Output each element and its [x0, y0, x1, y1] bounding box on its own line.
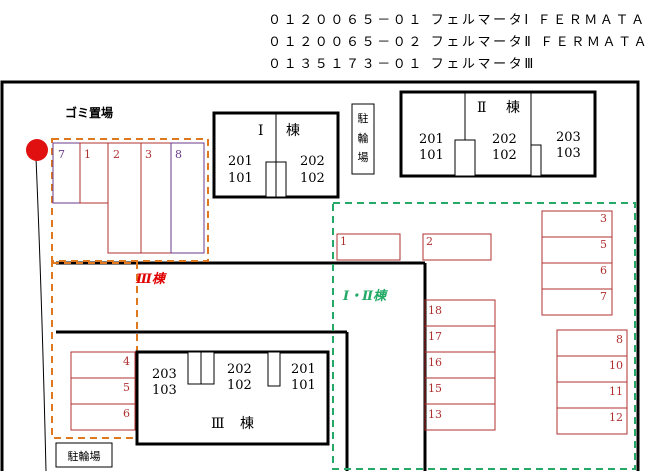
stall-number: 2: [113, 148, 120, 161]
unit-201: 201: [228, 154, 253, 169]
unit-103: 103: [556, 146, 581, 161]
stall-number: 4: [123, 355, 130, 368]
stall-number: 6: [123, 407, 130, 420]
building-2: Ⅱ 棟 201 101 202 102 203 103: [399, 90, 597, 178]
parking-stall: [556, 407, 628, 435]
building-3: 203 103 202 102 201 101 Ⅲ 棟: [135, 350, 330, 446]
header-line-3: ０１３５１７３－０１ フェルマータⅢ: [268, 57, 536, 72]
bldg2-mune: 棟: [506, 100, 520, 116]
stall-number: 8: [616, 333, 623, 346]
parking-stall: [336, 233, 401, 261]
stall-number: 12: [609, 411, 623, 424]
unit-102: 102: [227, 378, 252, 393]
bldg3-roman: Ⅲ: [211, 416, 225, 432]
unit-202: 202: [492, 132, 517, 147]
unit-202: 202: [300, 154, 325, 169]
unit-202: 202: [227, 362, 252, 377]
unit-102: 102: [300, 171, 325, 186]
parking-stall: [422, 233, 492, 261]
stall-number: 1: [340, 235, 347, 248]
stall-number: 5: [123, 381, 130, 394]
stall-number: 17: [428, 330, 442, 343]
orange-zone-top: [51, 138, 209, 262]
bike-parking-right: 駐 輪 場: [351, 103, 375, 175]
unit-101: 101: [291, 378, 316, 393]
walkway-line: [35, 157, 47, 471]
stall-number: 16: [428, 356, 442, 369]
bike-right-char-3: 場: [358, 151, 369, 164]
building-1: Ⅰ 棟 201 101 202 102: [212, 111, 340, 199]
bldg1-roman: Ⅰ: [258, 123, 264, 139]
stall-number: 3: [145, 148, 152, 161]
header-line-1: ０１２００６５－０１ フェルマータⅠ ＦＥＲＭＡＴＡ: [268, 13, 647, 28]
stall-number: 1: [84, 148, 91, 161]
site-boundary: [0, 80, 640, 471]
unit-201: 201: [291, 362, 316, 377]
stall-number: 7: [58, 148, 65, 161]
unit-201: 201: [419, 132, 444, 147]
header-line-2: ０１２００６５－０２ フェルマータⅡ ＦＥＲＭＡＴＡ: [268, 35, 649, 50]
unit-203: 203: [556, 130, 581, 145]
bldg3-group-label: Ⅲ棟: [135, 271, 167, 287]
unit-203: 203: [152, 367, 177, 382]
stall-number: 18: [428, 304, 442, 317]
stall-number: 11: [609, 385, 623, 398]
stall-number: 10: [609, 359, 623, 372]
unit-102: 102: [492, 148, 517, 163]
bike-parking-bottom: 駐輪場: [55, 442, 113, 468]
parking-stall: [170, 142, 205, 254]
green-zone: [332, 202, 636, 470]
stall-number: 6: [600, 264, 607, 277]
bldg3-mune: 棟: [240, 416, 254, 432]
stall-number: 13: [428, 408, 442, 421]
stall-number: 2: [426, 235, 433, 248]
stall-number: 8: [175, 148, 182, 161]
unit-101: 101: [228, 171, 253, 186]
bldg12-group-label: Ⅰ・Ⅱ棟: [342, 288, 388, 304]
unit-103: 103: [152, 383, 177, 398]
bike-right-char-1: 駐: [358, 111, 369, 125]
parking-stall: [541, 288, 613, 316]
garbage-marker-icon: [26, 139, 48, 161]
parking-stall: [70, 403, 136, 431]
stall-number: 7: [600, 290, 607, 303]
bldg1-mune: 棟: [286, 123, 300, 139]
parking-stall: [424, 403, 496, 431]
bike-bottom-label: 駐輪場: [68, 449, 101, 463]
garbage-label: ゴミ置場: [65, 105, 113, 120]
bike-right-char-2: 輪: [358, 131, 369, 145]
stall-number: 15: [428, 382, 442, 395]
unit-101: 101: [419, 148, 444, 163]
bldg2-roman: Ⅱ: [477, 100, 487, 116]
stall-number: 3: [600, 212, 607, 225]
stall-number: 5: [600, 238, 607, 251]
